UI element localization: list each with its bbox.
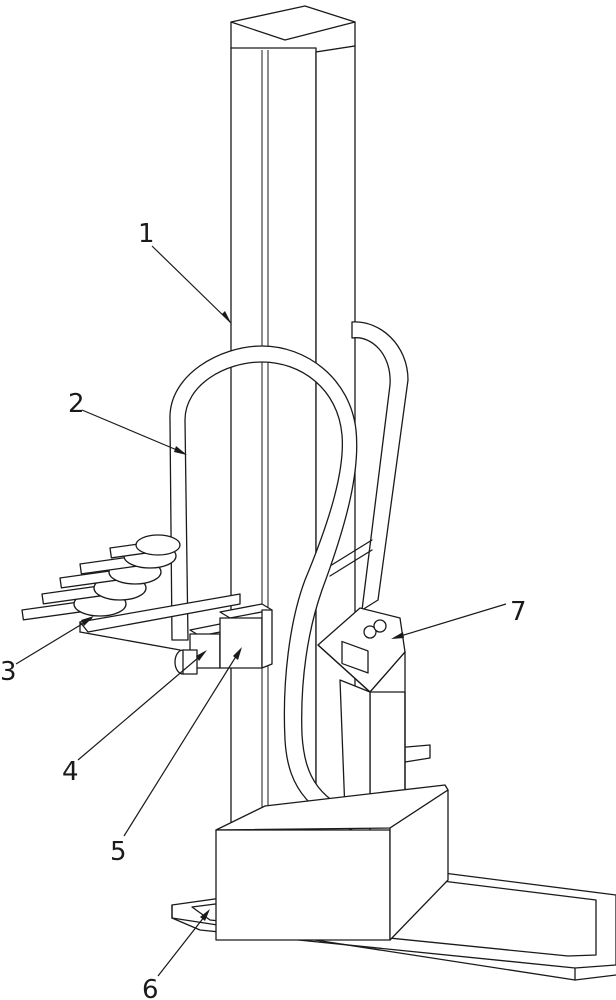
callout-5: 5 <box>110 647 242 867</box>
workpiece <box>109 534 181 559</box>
callout-1: 1 <box>138 219 232 325</box>
callout-7: 7 <box>391 597 527 639</box>
control-knob <box>363 625 377 639</box>
workpiece-rack <box>21 534 241 651</box>
svg-text:4: 4 <box>62 757 79 787</box>
callout-3: 3 <box>0 616 94 687</box>
svg-text:5: 5 <box>110 837 127 867</box>
svg-text:2: 2 <box>68 389 85 419</box>
callout-6: 6 <box>142 909 210 1000</box>
rear-loop <box>329 321 409 611</box>
svg-text:6: 6 <box>142 975 159 1000</box>
sliding-block <box>219 603 273 669</box>
svg-text:3: 3 <box>0 657 17 687</box>
callout-2: 2 <box>68 389 187 455</box>
svg-text:1: 1 <box>138 219 155 249</box>
svg-text:7: 7 <box>510 597 527 627</box>
callout-4: 4 <box>62 650 207 787</box>
base-housing <box>215 784 449 941</box>
control-knob <box>373 619 387 633</box>
